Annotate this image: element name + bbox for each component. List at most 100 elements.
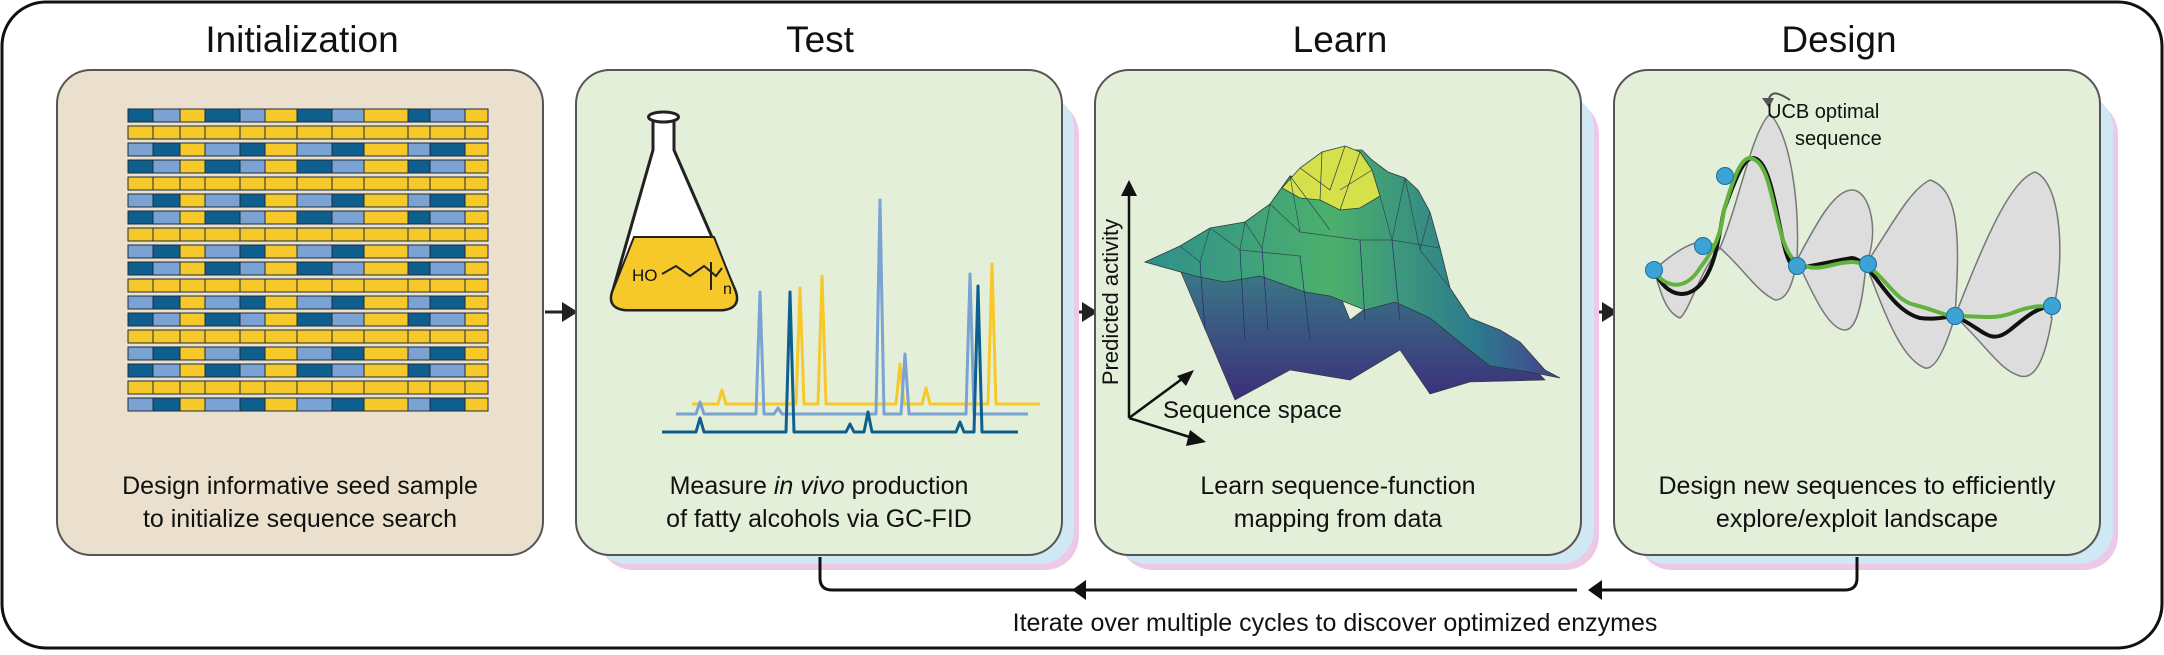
sequence-block: [429, 159, 466, 174]
sequence-block: [363, 125, 409, 140]
sequence-block: [127, 329, 154, 344]
sequence-block: [331, 159, 365, 174]
sequence-block: [363, 227, 409, 242]
sequence-block: [296, 244, 333, 259]
sequence-block: [363, 363, 409, 378]
sequence-block: [239, 142, 266, 157]
sequence-block: [239, 397, 266, 412]
sequence-block: [363, 346, 409, 361]
sequence-block: [331, 380, 365, 395]
sequence-block: [407, 193, 431, 208]
sequence-block: [296, 363, 333, 378]
sequence-block: [179, 380, 206, 395]
sequence-block: [127, 312, 154, 327]
sequence-block: [152, 295, 181, 310]
sequence-block: [264, 142, 298, 157]
sequence-block: [179, 346, 206, 361]
sequence-block: [204, 227, 241, 242]
sequence-block: [296, 329, 333, 344]
sequence-block: [179, 363, 206, 378]
sequence-block: [429, 380, 466, 395]
observed-point: [2043, 297, 2061, 315]
sequence-block: [407, 108, 431, 123]
flask-ho-label: HO: [632, 266, 658, 285]
sequence-block: [363, 244, 409, 259]
sequence-block: [152, 261, 181, 276]
sequence-block: [179, 312, 206, 327]
sequence-block: [464, 142, 489, 157]
sequence-block: [239, 227, 266, 242]
sequence-block: [331, 312, 365, 327]
sequence-block: [429, 329, 466, 344]
sequence-block: [429, 312, 466, 327]
sequence-block: [407, 346, 431, 361]
sequence-block: [429, 108, 466, 123]
sequence-block: [331, 244, 365, 259]
sequence-block: [127, 244, 154, 259]
sequence-block: [296, 261, 333, 276]
sequence-block: [464, 108, 489, 123]
sequence-block: [331, 210, 365, 225]
sequence-block: [296, 227, 333, 242]
initialization-caption-line2: to initialize sequence search: [143, 505, 457, 533]
sequence-block: [363, 159, 409, 174]
sequence-block: [407, 176, 431, 191]
sequence-block: [127, 125, 154, 140]
sequence-block: [429, 210, 466, 225]
sequence-block: [363, 193, 409, 208]
design-caption-line1: Design new sequences to efficiently: [1659, 472, 2056, 500]
sequence-block: [204, 193, 241, 208]
learn-caption-line2: mapping from data: [1234, 505, 1443, 533]
sequence-block: [407, 125, 431, 140]
sequence-block: [239, 261, 266, 276]
sequence-block: [239, 278, 266, 293]
sequence-block: [429, 125, 466, 140]
sequence-block: [331, 176, 365, 191]
sequence-block: [407, 278, 431, 293]
sequence-block: [264, 312, 298, 327]
chromatogram-trace: [676, 198, 1028, 416]
test-caption-line2: of fatty alcohols via GC-FID: [666, 505, 972, 533]
sequence-block: [239, 108, 266, 123]
sequence-block: [204, 329, 241, 344]
sequence-block: [127, 261, 154, 276]
sequence-block: [264, 261, 298, 276]
sequence-block: [152, 176, 181, 191]
sequence-block: [331, 227, 365, 242]
sequence-block: [204, 244, 241, 259]
sequence-block: [429, 244, 466, 259]
observed-points: [1645, 167, 2061, 325]
sequence-block: [464, 380, 489, 395]
sequence-block: [127, 397, 154, 412]
gp-mean-curve: [1652, 156, 2053, 339]
sequence-block: [152, 380, 181, 395]
sequence-block: [204, 261, 241, 276]
sequence-block: [204, 397, 241, 412]
sequence-block: [152, 397, 181, 412]
sequence-block: [331, 142, 365, 157]
sequence-block: [363, 176, 409, 191]
sequence-block: [179, 210, 206, 225]
sequence-block: [179, 295, 206, 310]
sequence-block: [179, 227, 206, 242]
sequence-block: [152, 363, 181, 378]
sequence-block: [464, 397, 489, 412]
sequence-block: [204, 278, 241, 293]
sequence-block: [363, 329, 409, 344]
test-panel: [575, 69, 1063, 556]
sequence-block: [204, 363, 241, 378]
sequence-block: [152, 210, 181, 225]
panel-title-test: Test: [786, 19, 855, 60]
sequence-block: [331, 295, 365, 310]
sequence-block: [407, 142, 431, 157]
sequence-block: [152, 244, 181, 259]
sequence-block: [296, 125, 333, 140]
sequence-block: [296, 380, 333, 395]
sequence-block: [407, 380, 431, 395]
sequence-block: [331, 329, 365, 344]
sequence-block: [179, 278, 206, 293]
sequence-block: [204, 159, 241, 174]
sequence-block: [429, 142, 466, 157]
sequence-block: [204, 125, 241, 140]
